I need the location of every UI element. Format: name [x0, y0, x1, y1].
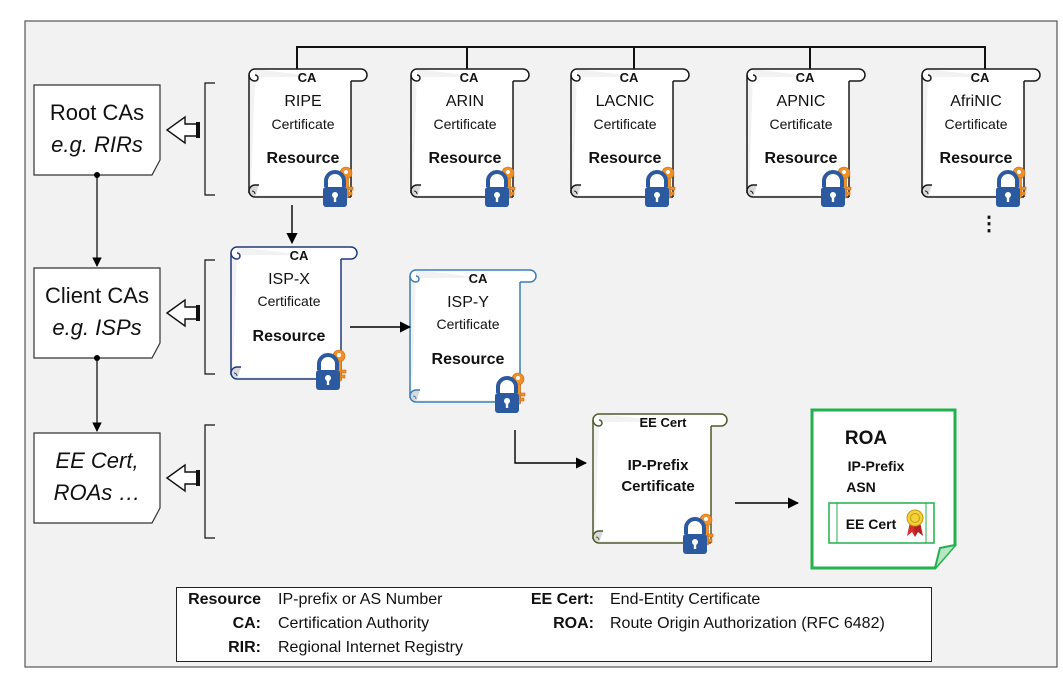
roa-line2: ASN [846, 479, 876, 495]
tier-root-line1: Root CAs [50, 100, 144, 125]
legend-key: ROA: [553, 615, 594, 632]
legend-value: Route Origin Authorization (RFC 6482) [610, 615, 885, 632]
cert-subtitle: Certificate [271, 116, 334, 132]
tier-root-line2: e.g. RIRs [51, 132, 143, 157]
cert-resource: Resource [432, 351, 505, 368]
tier-connectors [92, 172, 102, 432]
cert-name: LACNIC [596, 93, 655, 110]
cert-name: ARIN [446, 93, 484, 110]
cert-subtitle: Certificate [944, 116, 1007, 132]
cert-header: CA [290, 248, 309, 263]
ee-cert-scroll [592, 413, 728, 544]
tier-root-box: Root CAs e.g. RIRs [33, 84, 161, 176]
roa-document: ROA IP-Prefix ASN EE Cert [810, 408, 957, 570]
hollow-arrow-icon [165, 463, 200, 493]
legend-key: Resource [188, 591, 261, 608]
cert-subtitle: Certificate [436, 316, 499, 332]
legend-value: IP-prefix or AS Number [278, 591, 443, 608]
root-connector [296, 46, 986, 70]
cert-header: CA [620, 70, 639, 85]
cert-header: CA [298, 70, 317, 85]
legend-value: Certification Authority [278, 615, 430, 632]
root-cert-scroll [746, 68, 866, 198]
root-cert-scroll [570, 68, 690, 198]
award-ribbon-icon [906, 509, 924, 537]
ee-cert-line2: Certificate [621, 478, 694, 495]
tier-brackets [204, 82, 215, 539]
client-cert-scroll [230, 246, 358, 380]
tier-client-line1: Client CAs [45, 283, 149, 308]
cert-header: CA [796, 70, 815, 85]
tier-ee-box: EE Cert, ROAs … [33, 432, 161, 524]
cert-resource: Resource [429, 150, 502, 167]
panel-background [24, 20, 1058, 668]
cert-resource: Resource [267, 150, 340, 167]
tier-ee-line1: EE Cert, [55, 448, 138, 473]
cert-resource: Resource [589, 150, 662, 167]
cert-resource: Resource [940, 150, 1013, 167]
cert-name: ISP-Y [447, 294, 489, 311]
cert-name: RIPE [284, 93, 321, 110]
cert-name: APNIC [777, 93, 826, 110]
arrow-ispy-to-ee [514, 430, 588, 469]
root-cert-scroll [248, 68, 368, 198]
ee-certificate: EE Cert IP-Prefix Certificate [592, 413, 728, 556]
cert-name: AfriNIC [950, 93, 1002, 110]
legend-key: CA: [232, 615, 261, 632]
tier-client-box: Client CAs e.g. ISPs [33, 267, 161, 359]
client-cert-scroll [409, 269, 537, 403]
tier-client-line2: e.g. ISPs [52, 315, 141, 340]
cert-header: CA [460, 70, 479, 85]
ee-cert-line1: IP-Prefix [628, 457, 690, 474]
roa-inner-label: EE Cert [846, 516, 897, 532]
hollow-arrow-icon [165, 298, 200, 328]
legend: Resource IP-prefix or AS Number CA: Cert… [176, 587, 932, 662]
root-cert-scroll [921, 68, 1041, 198]
cert-header: CA [971, 70, 990, 85]
roa-line1: IP-Prefix [848, 458, 905, 474]
root-cert-scroll [410, 68, 530, 198]
cert-resource: Resource [253, 328, 326, 345]
cert-subtitle: Certificate [593, 116, 656, 132]
hollow-arrow-icon [165, 115, 200, 145]
cert-subtitle: Certificate [769, 116, 832, 132]
roa-title: ROA [845, 428, 888, 449]
cert-subtitle: Certificate [433, 116, 496, 132]
cert-header: CA [469, 271, 488, 286]
more-indicator: ⋮ [979, 213, 999, 235]
cert-resource: Resource [765, 150, 838, 167]
cert-subtitle: Certificate [257, 293, 320, 309]
tier-ee-line2: ROAs … [54, 480, 141, 505]
cert-name: ISP-X [268, 271, 310, 288]
legend-key: EE Cert: [530, 591, 594, 608]
legend-value: Regional Internet Registry [278, 639, 463, 656]
legend-value: End-Entity Certificate [610, 591, 761, 608]
ee-cert-header: EE Cert [640, 415, 688, 430]
legend-key: RIR: [228, 639, 261, 656]
